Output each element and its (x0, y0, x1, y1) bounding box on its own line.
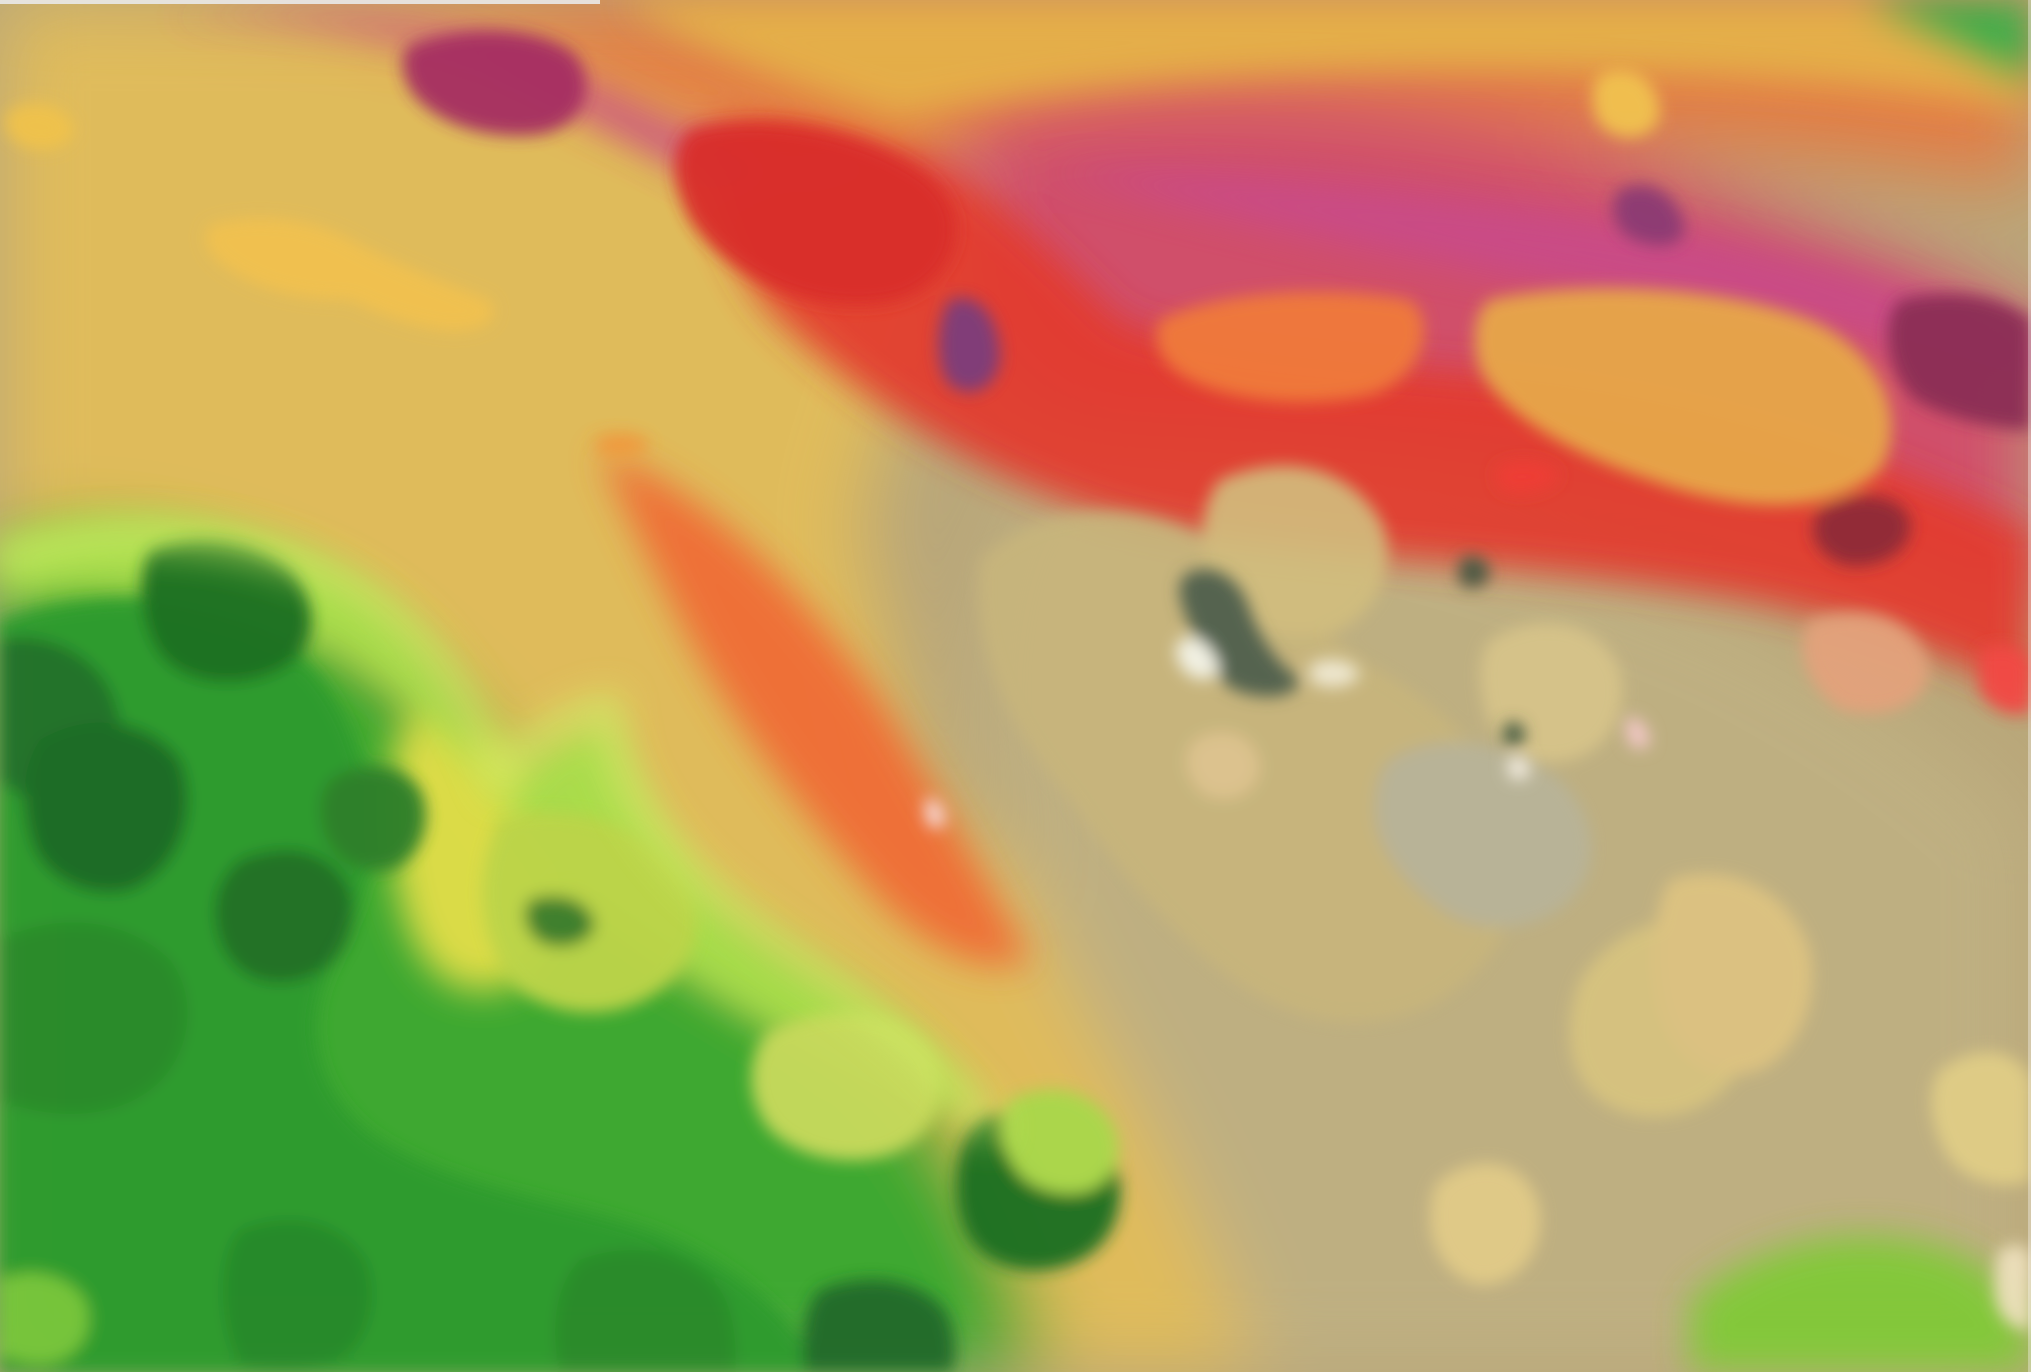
west-dark-green-3 (24, 722, 188, 893)
northeast-green-corner (1860, 0, 2031, 90)
west-dark-green-5 (215, 850, 353, 983)
green-boundary-highlight (0, 524, 1001, 1141)
west-dark-green-1 (141, 540, 312, 683)
east-dark-red-patch (1813, 496, 1911, 566)
small-white-dot (1508, 756, 1530, 780)
west-dark-green-6 (0, 922, 188, 1114)
north-gold-strip (620, 0, 2031, 120)
far-east-purple-patch (1888, 293, 2031, 430)
southeast-lime (1690, 1236, 2031, 1372)
top-edge-bar (0, 0, 600, 4)
small-dark-green-dot (1458, 555, 1490, 588)
north-gold-spot (1592, 69, 1660, 138)
west-yellow-green-ring (482, 812, 698, 1013)
west-dark-green-4 (320, 766, 426, 871)
south-dark-green-2 (803, 1279, 955, 1372)
north-red-patch (675, 122, 957, 306)
southeast-light-patch (1654, 873, 1813, 1075)
northwest-gold-spot (4, 102, 75, 150)
central-white-patch-2 (1310, 659, 1360, 687)
central-red-band (690, 120, 2031, 701)
lime-edge-1 (0, 519, 980, 1110)
north-magenta-sweep (160, 12, 2031, 391)
right-edge-highlight (2028, 0, 2031, 1372)
south-dark-green-3 (555, 1250, 736, 1372)
north-purple-patch-2 (938, 298, 1000, 392)
south-lime-blob (1001, 1089, 1119, 1194)
small-dark-green-dot-2 (1503, 722, 1525, 746)
north-purple-patch (402, 31, 586, 136)
northwest-gold-island (205, 217, 495, 331)
gray-tan-patch (1375, 742, 1592, 927)
central-light-patch (1203, 465, 1388, 636)
far-southeast-light-patch (1931, 1051, 2031, 1185)
southwest-yellow-green-blob (0, 1272, 89, 1364)
pink-white-dot-2 (1625, 717, 1650, 749)
central-red-diagonal (600, 450, 1030, 966)
small-red-spot (1495, 460, 1560, 493)
light-tan-patch-2 (1186, 731, 1260, 799)
east-red-edge (1980, 646, 2031, 714)
south-light-patch (1430, 1163, 1541, 1285)
orange-spot (1156, 291, 1425, 403)
small-orange-spot (595, 433, 650, 457)
east-light-orange-patch (1801, 612, 1930, 714)
east-purple-patch (1613, 184, 1685, 246)
pink-white-dot (925, 798, 945, 828)
south-dark-green-4 (223, 1220, 372, 1370)
central-white-patch (1176, 637, 1220, 680)
south-yellow-green-blob (751, 1012, 940, 1161)
east-gold-plume (1474, 288, 1892, 505)
west-green-body (0, 599, 820, 1372)
west-dark-green-small (524, 896, 595, 947)
far-east-white-tan (1995, 1244, 2031, 1330)
